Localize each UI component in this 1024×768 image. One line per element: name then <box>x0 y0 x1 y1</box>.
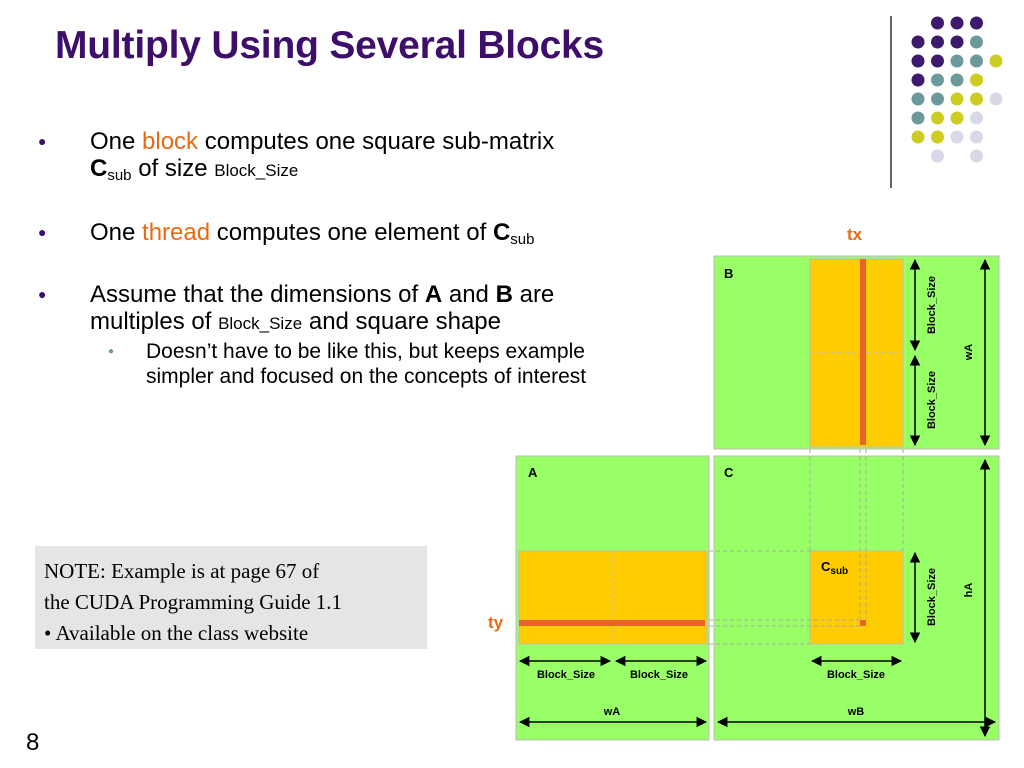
hA-dim-label: hA <box>963 583 975 598</box>
thread-row <box>519 620 705 626</box>
decorative-dot <box>970 73 983 87</box>
bullet-thread-computes: One thread computes one element of Csub <box>38 219 698 253</box>
decorative-dot <box>931 111 944 125</box>
c-subscript: sub <box>107 167 132 184</box>
c-sub-subscript: sub <box>830 566 848 577</box>
block-size-dim-label: Block_Size <box>926 276 938 334</box>
bullet-text: computes one square sub-matrix <box>198 128 555 155</box>
decorative-dot <box>931 92 944 106</box>
c-sub-label: Csub <box>821 559 848 577</box>
sub-bullet-simplification: Doesn’t have to be like this, but keeps … <box>108 339 698 389</box>
bullet-text: One <box>90 219 143 246</box>
decorative-dot <box>950 73 964 87</box>
decorative-dot <box>950 111 964 125</box>
decorative-dot-grid <box>911 16 1003 163</box>
decorative-dot <box>911 111 925 125</box>
wA-dim-label-vertical: wA <box>963 344 975 362</box>
decorative-dot <box>931 54 944 68</box>
a-label: A <box>424 281 443 308</box>
sub-bullet-line: Doesn’t have to be like this, but keeps … <box>146 340 585 363</box>
sub-bullet-line: simpler and focused on the concepts of i… <box>146 365 587 388</box>
bullet-text: are <box>512 281 555 308</box>
c-label: C <box>492 219 511 246</box>
decorative-dot <box>931 16 944 30</box>
block-size-dim-label: Block_Size <box>630 669 688 681</box>
decorative-dot <box>911 92 925 106</box>
decorative-dot <box>989 92 1003 106</box>
c-subscript: sub <box>510 231 535 248</box>
decorative-dot <box>950 54 964 68</box>
decorative-dot <box>931 35 944 49</box>
bullet-text: Assume that the dimensions of <box>90 281 425 308</box>
slide-title: Multiply Using Several Blocks <box>55 24 605 67</box>
wA-dim-label-horizontal: wA <box>603 706 621 718</box>
bullet-assume-dimensions: Assume that the dimensions of A and B ar… <box>38 281 698 337</box>
decorative-dot <box>950 16 964 30</box>
thread-column <box>860 259 866 445</box>
c-sub-block <box>809 550 904 645</box>
page-number: 8 <box>26 729 40 756</box>
block-size-term: Block_Size <box>218 314 303 333</box>
note-line: NOTE: Example is at page 67 of <box>44 559 320 583</box>
block-size-term: Block_Size <box>214 161 299 180</box>
decorative-dot <box>970 54 983 68</box>
decorative-dot <box>931 130 944 144</box>
block-size-dim-label: Block_Size <box>926 568 938 626</box>
decorative-dot <box>931 149 944 163</box>
matrix-a-label: A <box>528 465 538 480</box>
block-size-dim-label: Block_Size <box>926 371 938 429</box>
title-divider-line <box>890 16 892 188</box>
block-size-dim-label: Block_Size <box>827 669 885 681</box>
decorative-dot <box>970 35 983 49</box>
block-size-dim-label: Block_Size <box>537 669 595 681</box>
b-label: B <box>495 281 513 308</box>
bullet-text: One <box>90 128 143 155</box>
bullet-list: One block computes one square sub-matrix… <box>38 128 698 389</box>
bullet-text: of size <box>131 155 215 182</box>
note-line: the CUDA Programming Guide 1.1 <box>44 590 343 614</box>
wB-dim-label: wB <box>847 706 865 718</box>
decorative-dot <box>970 130 983 144</box>
decorative-dot <box>950 35 964 49</box>
decorative-dot <box>931 73 944 87</box>
c-label: C <box>90 155 108 182</box>
decorative-dot <box>911 54 925 68</box>
c-element <box>860 620 866 626</box>
bullet-text: multiples of <box>90 308 219 335</box>
matrix-c-label: C <box>724 465 734 480</box>
decorative-dot <box>970 149 983 163</box>
bullet-block-computes: One block computes one square sub-matrix… <box>38 128 698 189</box>
bullet-text: computes one element of <box>210 219 493 246</box>
decorative-dot <box>911 73 925 87</box>
ty-label: ty <box>488 613 504 632</box>
tx-label: tx <box>847 225 863 244</box>
decorative-dot <box>970 92 983 106</box>
matrix-b-label: B <box>724 266 733 281</box>
note-box: NOTE: Example is at page 67 of the CUDA … <box>35 546 427 649</box>
highlight-block: block <box>142 128 199 155</box>
decorative-dot <box>911 35 925 49</box>
decorative-dot <box>970 111 983 125</box>
c-sub-main: C <box>821 559 831 574</box>
bullet-text: and square shape <box>302 308 501 335</box>
decorative-dot <box>950 92 964 106</box>
note-line: • Available on the class website <box>44 621 309 645</box>
decorative-dot <box>950 130 964 144</box>
highlight-thread: thread <box>142 219 211 246</box>
decorative-dot <box>911 130 925 144</box>
decorative-dot <box>970 16 983 30</box>
bullet-text: and <box>442 281 496 308</box>
decorative-dot <box>989 54 1003 68</box>
